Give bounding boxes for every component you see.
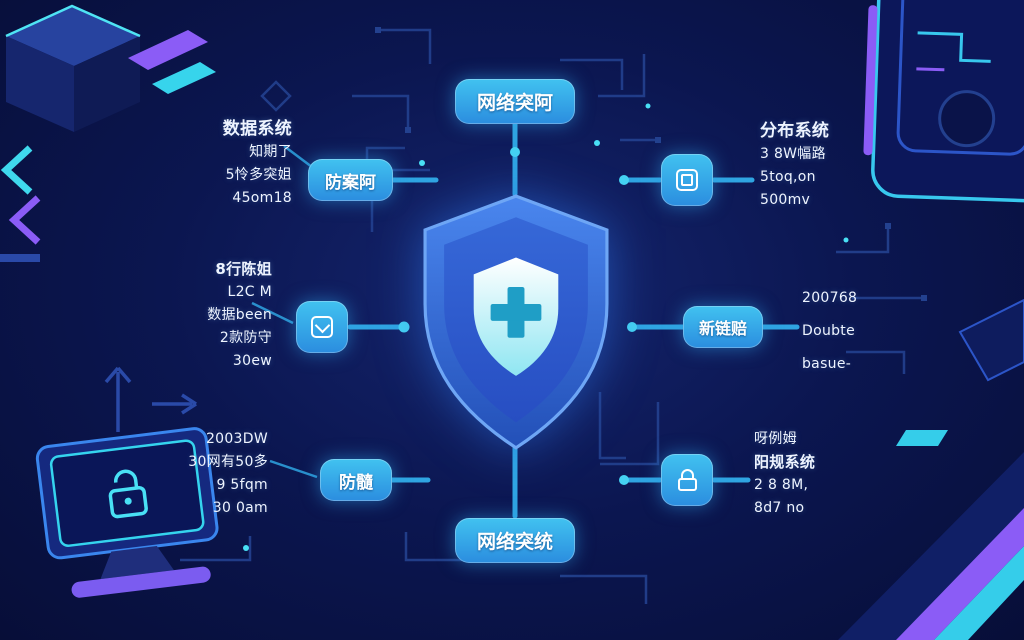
screen-lock-icon <box>108 469 148 519</box>
node-right-mid: 新链赔 <box>683 306 763 348</box>
shield-icon <box>423 194 609 450</box>
node-title-top: 网络突阿 <box>455 79 575 124</box>
node-left-bottom: 防髓 <box>320 459 392 501</box>
text-line: 数据been <box>207 307 272 323</box>
text-line: 45om18 <box>232 190 292 206</box>
text-line: 分布系统 <box>760 121 830 141</box>
text-line: 3 8W幅路 <box>760 146 826 162</box>
bracket-decor <box>0 145 41 262</box>
chevron-down-icon <box>311 316 333 338</box>
text-line: 呀例姆 <box>754 431 797 447</box>
node-right-top <box>661 154 713 206</box>
lock-icon <box>677 469 697 491</box>
text-line: 5怜多突姐 <box>225 167 292 183</box>
connector-thin-lines <box>251 145 318 479</box>
text-line: 8d7 no <box>754 500 805 516</box>
circuit-traces <box>180 28 924 604</box>
text-line: 阳规系统 <box>754 453 816 471</box>
connector-lines <box>347 121 800 519</box>
circuit-pads <box>375 27 927 301</box>
text-line: 30ew <box>232 353 272 369</box>
text-line: 2款防守 <box>219 330 272 346</box>
node-title-bottom: 网络突统 <box>455 518 575 563</box>
text-line: 200768 <box>802 290 858 306</box>
text-line: L2C M <box>227 284 272 300</box>
text-block-mid-left: 8行陈姐 L2C M 数据been 2款防守 30ew <box>160 258 272 373</box>
connector-dots <box>398 147 637 485</box>
text-block-mid-right: 200768 Doubte basue- <box>802 282 912 381</box>
text-line: 500mv <box>760 192 811 208</box>
text-block-top-right: 分布系统 3 8W幅路 5toq,on 500mv <box>760 120 890 212</box>
monitor-decor <box>35 427 219 598</box>
node-left-mid <box>296 301 348 353</box>
inner-shield <box>473 257 559 376</box>
device-decor <box>863 0 1024 203</box>
text-line: 30 0am <box>212 500 268 516</box>
text-line: basue- <box>802 356 852 372</box>
node-right-bottom <box>661 454 713 506</box>
glow-dots <box>243 103 849 551</box>
right-slab-decor <box>958 298 1024 382</box>
text-line: 9 5fqm <box>216 477 268 493</box>
text-line: 2 8 8M, <box>754 477 809 493</box>
text-line: 知期了 <box>249 144 292 160</box>
cross-icon <box>490 287 542 338</box>
text-line: 2003DW <box>205 431 268 447</box>
arrow-decor <box>104 366 197 432</box>
text-block-bottom-left: 2003DW 30网有50多 9 5fqm 30 0am <box>150 428 268 520</box>
text-line: 5toq,on <box>760 169 816 185</box>
text-line: Doubte <box>802 323 856 339</box>
text-line: 30网有50多 <box>188 454 268 470</box>
node-left-top: 防案阿 <box>308 159 393 201</box>
cube-decor <box>5 4 216 132</box>
rounded-square-icon <box>676 169 698 191</box>
text-block-top-left: 数据系统 知期了 5怜多突姐 45om18 <box>168 118 292 210</box>
text-line: 数据系统 <box>222 119 292 139</box>
text-block-bottom-right: 呀例姆 阳规系统 2 8 8M, 8d7 no <box>754 428 880 520</box>
stripes-decor <box>838 430 1024 640</box>
text-line: 8行陈姐 <box>215 260 272 278</box>
